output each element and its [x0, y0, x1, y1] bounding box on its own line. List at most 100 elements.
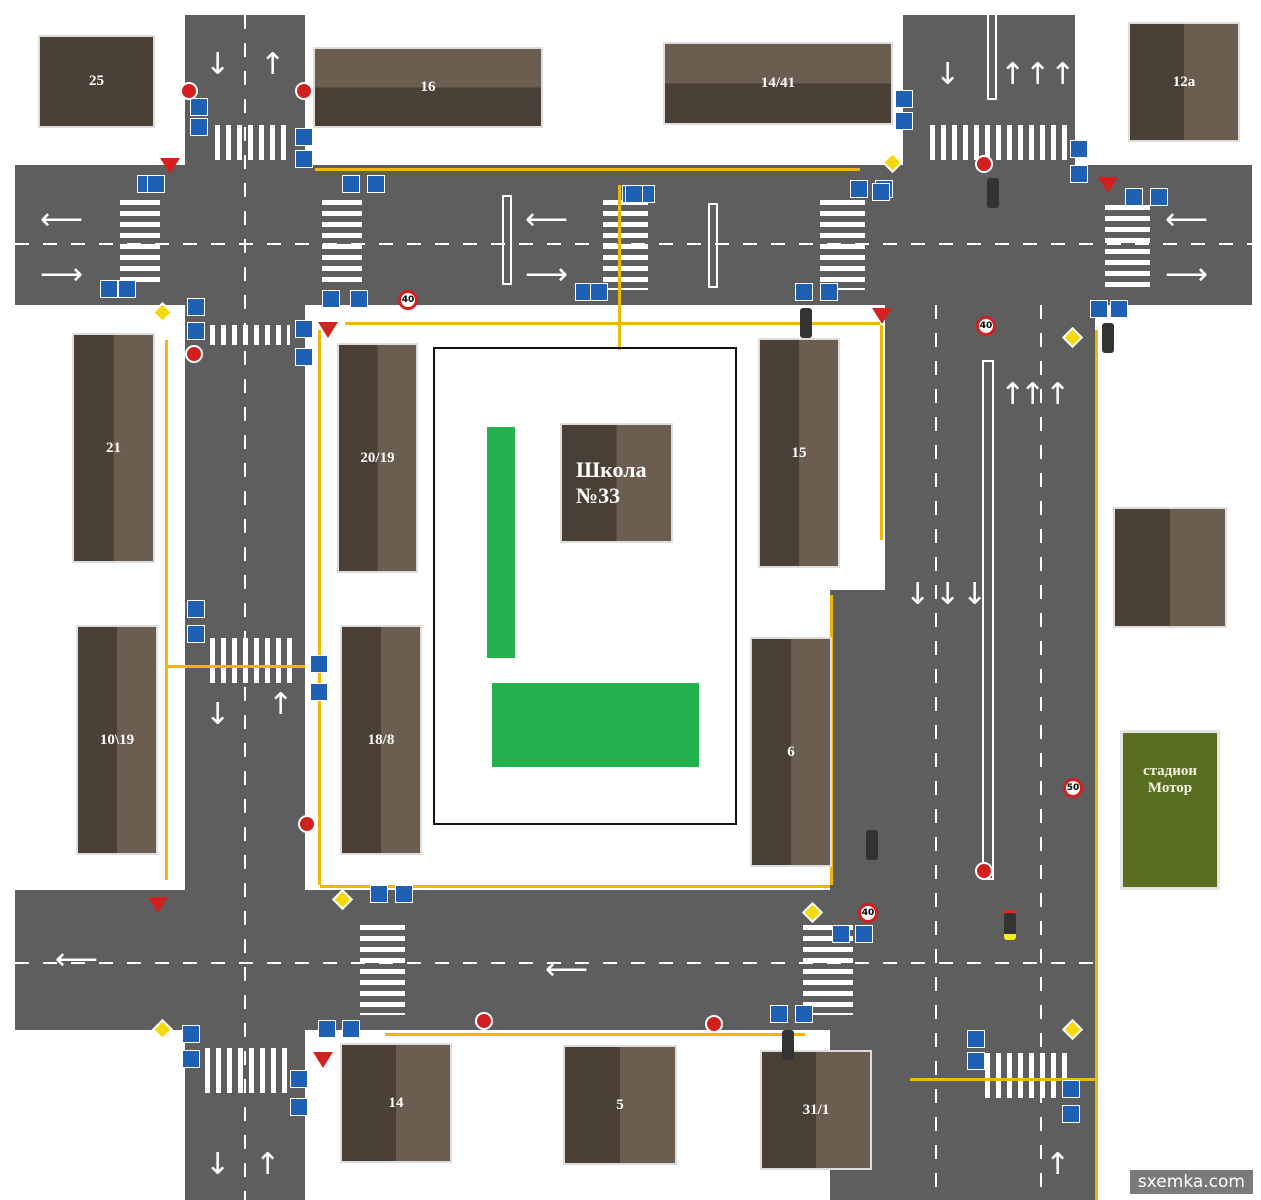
pedestrian-crossing-sign: [895, 90, 913, 108]
traffic-light: [987, 178, 999, 208]
pedestrian-crossing-sign: [190, 98, 208, 116]
direction-arrow-down: ↓: [205, 1147, 231, 1182]
crosswalk: [1105, 205, 1150, 290]
pedestrian-crossing-sign: [322, 290, 340, 308]
island: [502, 195, 512, 285]
pedestrian-route: [165, 665, 305, 668]
crosswalk: [820, 200, 865, 290]
yield-sign: [160, 158, 180, 174]
pedestrian-crossing-sign: [850, 180, 868, 198]
direction-arrow-down: ↓: [962, 577, 988, 612]
building-6: 6: [750, 637, 832, 867]
crosswalk: [215, 125, 290, 160]
median: [987, 0, 997, 100]
pedestrian-crossing-sign: [187, 600, 205, 618]
direction-arrow-right: ⟶: [525, 257, 569, 292]
lane-marking: [244, 15, 246, 1200]
pedestrian-crossing-sign: [187, 298, 205, 316]
pedestrian-crossing-sign: [182, 1050, 200, 1068]
direction-arrow-right: ⟶: [1165, 257, 1209, 292]
pedestrian-route: [345, 322, 880, 325]
speed-limit-sign: 40: [976, 316, 996, 336]
pedestrian-crossing-sign: [1062, 1105, 1080, 1123]
pedestrian-crossing-sign: [147, 175, 165, 193]
pedestrian-crossing-sign: [832, 925, 850, 943]
yield-sign: [872, 308, 892, 324]
building-5: 5: [563, 1045, 677, 1165]
no-stopping-sign: [975, 155, 993, 173]
traffic-light: [1004, 910, 1016, 940]
direction-arrow-left: ⟵: [40, 202, 84, 237]
pedestrian-crossing-sign: [290, 1070, 308, 1088]
pedestrian-crossing-sign: [1062, 1080, 1080, 1098]
crosswalk: [985, 1053, 1070, 1098]
speed-limit-sign: 50: [1063, 778, 1083, 798]
crosswalk: [210, 638, 295, 683]
building-16: 16: [313, 47, 543, 128]
pedestrian-crossing-sign: [187, 322, 205, 340]
pedestrian-route: [165, 340, 168, 880]
direction-arrow-up: ↑: [1020, 377, 1046, 412]
building-10-19: 10\19: [76, 625, 158, 855]
crosswalk: [930, 125, 1070, 160]
pedestrian-crossing-sign: [1150, 188, 1168, 206]
pedestrian-crossing-sign: [118, 280, 136, 298]
no-stopping-sign: [975, 862, 993, 880]
building-14-41: 14/41: [663, 42, 893, 125]
direction-arrow-left: ⟵: [1165, 202, 1209, 237]
direction-arrow-up: ↑: [260, 47, 286, 82]
no-stopping-sign: [180, 82, 198, 100]
direction-arrow-right: ⟶: [40, 257, 84, 292]
direction-arrow-down: ↓: [935, 57, 961, 92]
building-25: 25: [38, 35, 155, 128]
direction-arrow-left: ⟵: [55, 942, 99, 977]
building-31-1: 31/1: [760, 1050, 872, 1170]
green-area: [487, 427, 515, 658]
speed-limit-sign: 40: [858, 903, 878, 923]
speed-limit-sign: 40: [398, 290, 418, 310]
pedestrian-route: [315, 168, 860, 171]
pedestrian-crossing-sign: [795, 1005, 813, 1023]
pedestrian-crossing-sign: [190, 118, 208, 136]
traffic-light: [1102, 323, 1114, 353]
building-20-19: 20/19: [337, 343, 418, 573]
pedestrian-crossing-sign: [967, 1052, 985, 1070]
priority-road-sign: [151, 301, 174, 324]
crosswalk: [120, 200, 160, 285]
pedestrian-crossing-sign: [187, 625, 205, 643]
stadium: стадион Мотор: [1120, 730, 1220, 890]
direction-arrow-down: ↓: [205, 697, 231, 732]
school-grounds: [433, 347, 737, 825]
direction-arrow-up: ↑: [1050, 57, 1076, 92]
building-18-8: 18/8: [340, 625, 422, 855]
pedestrian-crossing-sign: [1070, 140, 1088, 158]
lane-marking: [1040, 305, 1042, 1195]
pedestrian-crossing-sign: [342, 175, 360, 193]
pedestrian-crossing-sign: [395, 885, 413, 903]
pedestrian-crossing-sign: [367, 175, 385, 193]
lane-marking: [935, 305, 937, 1195]
yield-sign: [1098, 177, 1118, 193]
traffic-light: [782, 1030, 794, 1060]
pedestrian-crossing-sign: [100, 280, 118, 298]
right-road-south: [830, 590, 1095, 1200]
building-15: 15: [758, 338, 840, 568]
pedestrian-crossing-sign: [820, 283, 838, 301]
pedestrian-crossing-sign: [795, 283, 813, 301]
no-stopping-sign: [475, 1012, 493, 1030]
pedestrian-crossing-sign: [1125, 188, 1143, 206]
pedestrian-crossing-sign: [295, 348, 313, 366]
building-12a: 12а: [1128, 22, 1240, 142]
building-21: 21: [72, 333, 155, 563]
direction-arrow-down: ↓: [935, 577, 961, 612]
pedestrian-crossing-sign: [342, 1020, 360, 1038]
crosswalk: [205, 1048, 290, 1093]
direction-arrow-down: ↓: [905, 577, 931, 612]
pedestrian-route: [320, 885, 830, 888]
pedestrian-route: [385, 1033, 805, 1036]
pedestrian-crossing-sign: [182, 1025, 200, 1043]
pedestrian-route: [318, 330, 321, 885]
direction-arrow-left: ⟵: [545, 952, 589, 987]
median: [982, 360, 994, 880]
pedestrian-crossing-sign: [318, 1020, 336, 1038]
